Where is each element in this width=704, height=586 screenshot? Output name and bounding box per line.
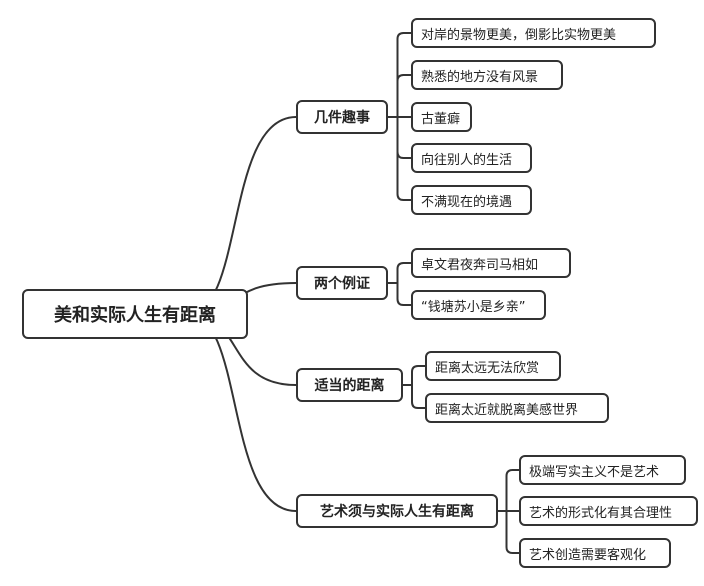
leaf-qiantang-suxiao[interactable]: “钱塘苏小是乡亲” <box>411 290 546 320</box>
topic-0-to-leaf-4 <box>388 116 411 201</box>
topic-interesting-cases[interactable]: 几件趣事 <box>296 100 388 134</box>
topic-two-examples[interactable]: 两个例证 <box>296 266 388 300</box>
leaf-extreme-realism[interactable]: 极端写实主义不是艺术 <box>519 455 686 485</box>
leaf-too-close[interactable]: 距离太近就脱离美感世界 <box>425 393 609 423</box>
topic-0-to-leaf-0 <box>388 32 411 118</box>
leaf-too-far[interactable]: 距离太远无法欣赏 <box>425 351 561 381</box>
topic-art-distance[interactable]: 艺术须与实际人生有距离 <box>296 494 498 528</box>
leaf-antique-hobby[interactable]: 古董癖 <box>411 102 472 132</box>
topic-2-to-leaf-0 <box>403 365 425 386</box>
root-to-topic-3 <box>187 313 297 512</box>
root-topic[interactable]: 美和实际人生有距离 <box>22 289 248 339</box>
topic-0-to-leaf-1 <box>388 74 411 118</box>
leaf-art-objectification[interactable]: 艺术创造需要客观化 <box>519 538 671 568</box>
topic-1-to-leaf-1 <box>388 282 411 306</box>
leaf-familiar-place[interactable]: 熟悉的地方没有风景 <box>411 60 563 90</box>
leaf-art-formalization[interactable]: 艺术的形式化有其合理性 <box>519 496 698 526</box>
topic-0-to-leaf-3 <box>388 116 411 159</box>
topic-2-to-leaf-1 <box>403 384 425 409</box>
leaf-opposite-shore[interactable]: 对岸的景物更美，倒影比实物更美 <box>411 18 656 48</box>
topic-3-to-leaf-0 <box>498 469 519 512</box>
topic-proper-distance[interactable]: 适当的距离 <box>296 368 403 402</box>
topic-1-to-leaf-0 <box>388 262 411 284</box>
leaf-zhuo-wenjun[interactable]: 卓文君夜奔司马相如 <box>411 248 571 278</box>
topic-3-to-leaf-2 <box>498 510 519 554</box>
leaf-others-life[interactable]: 向往别人的生活 <box>411 143 532 173</box>
leaf-current-situation[interactable]: 不满现在的境遇 <box>411 185 532 215</box>
